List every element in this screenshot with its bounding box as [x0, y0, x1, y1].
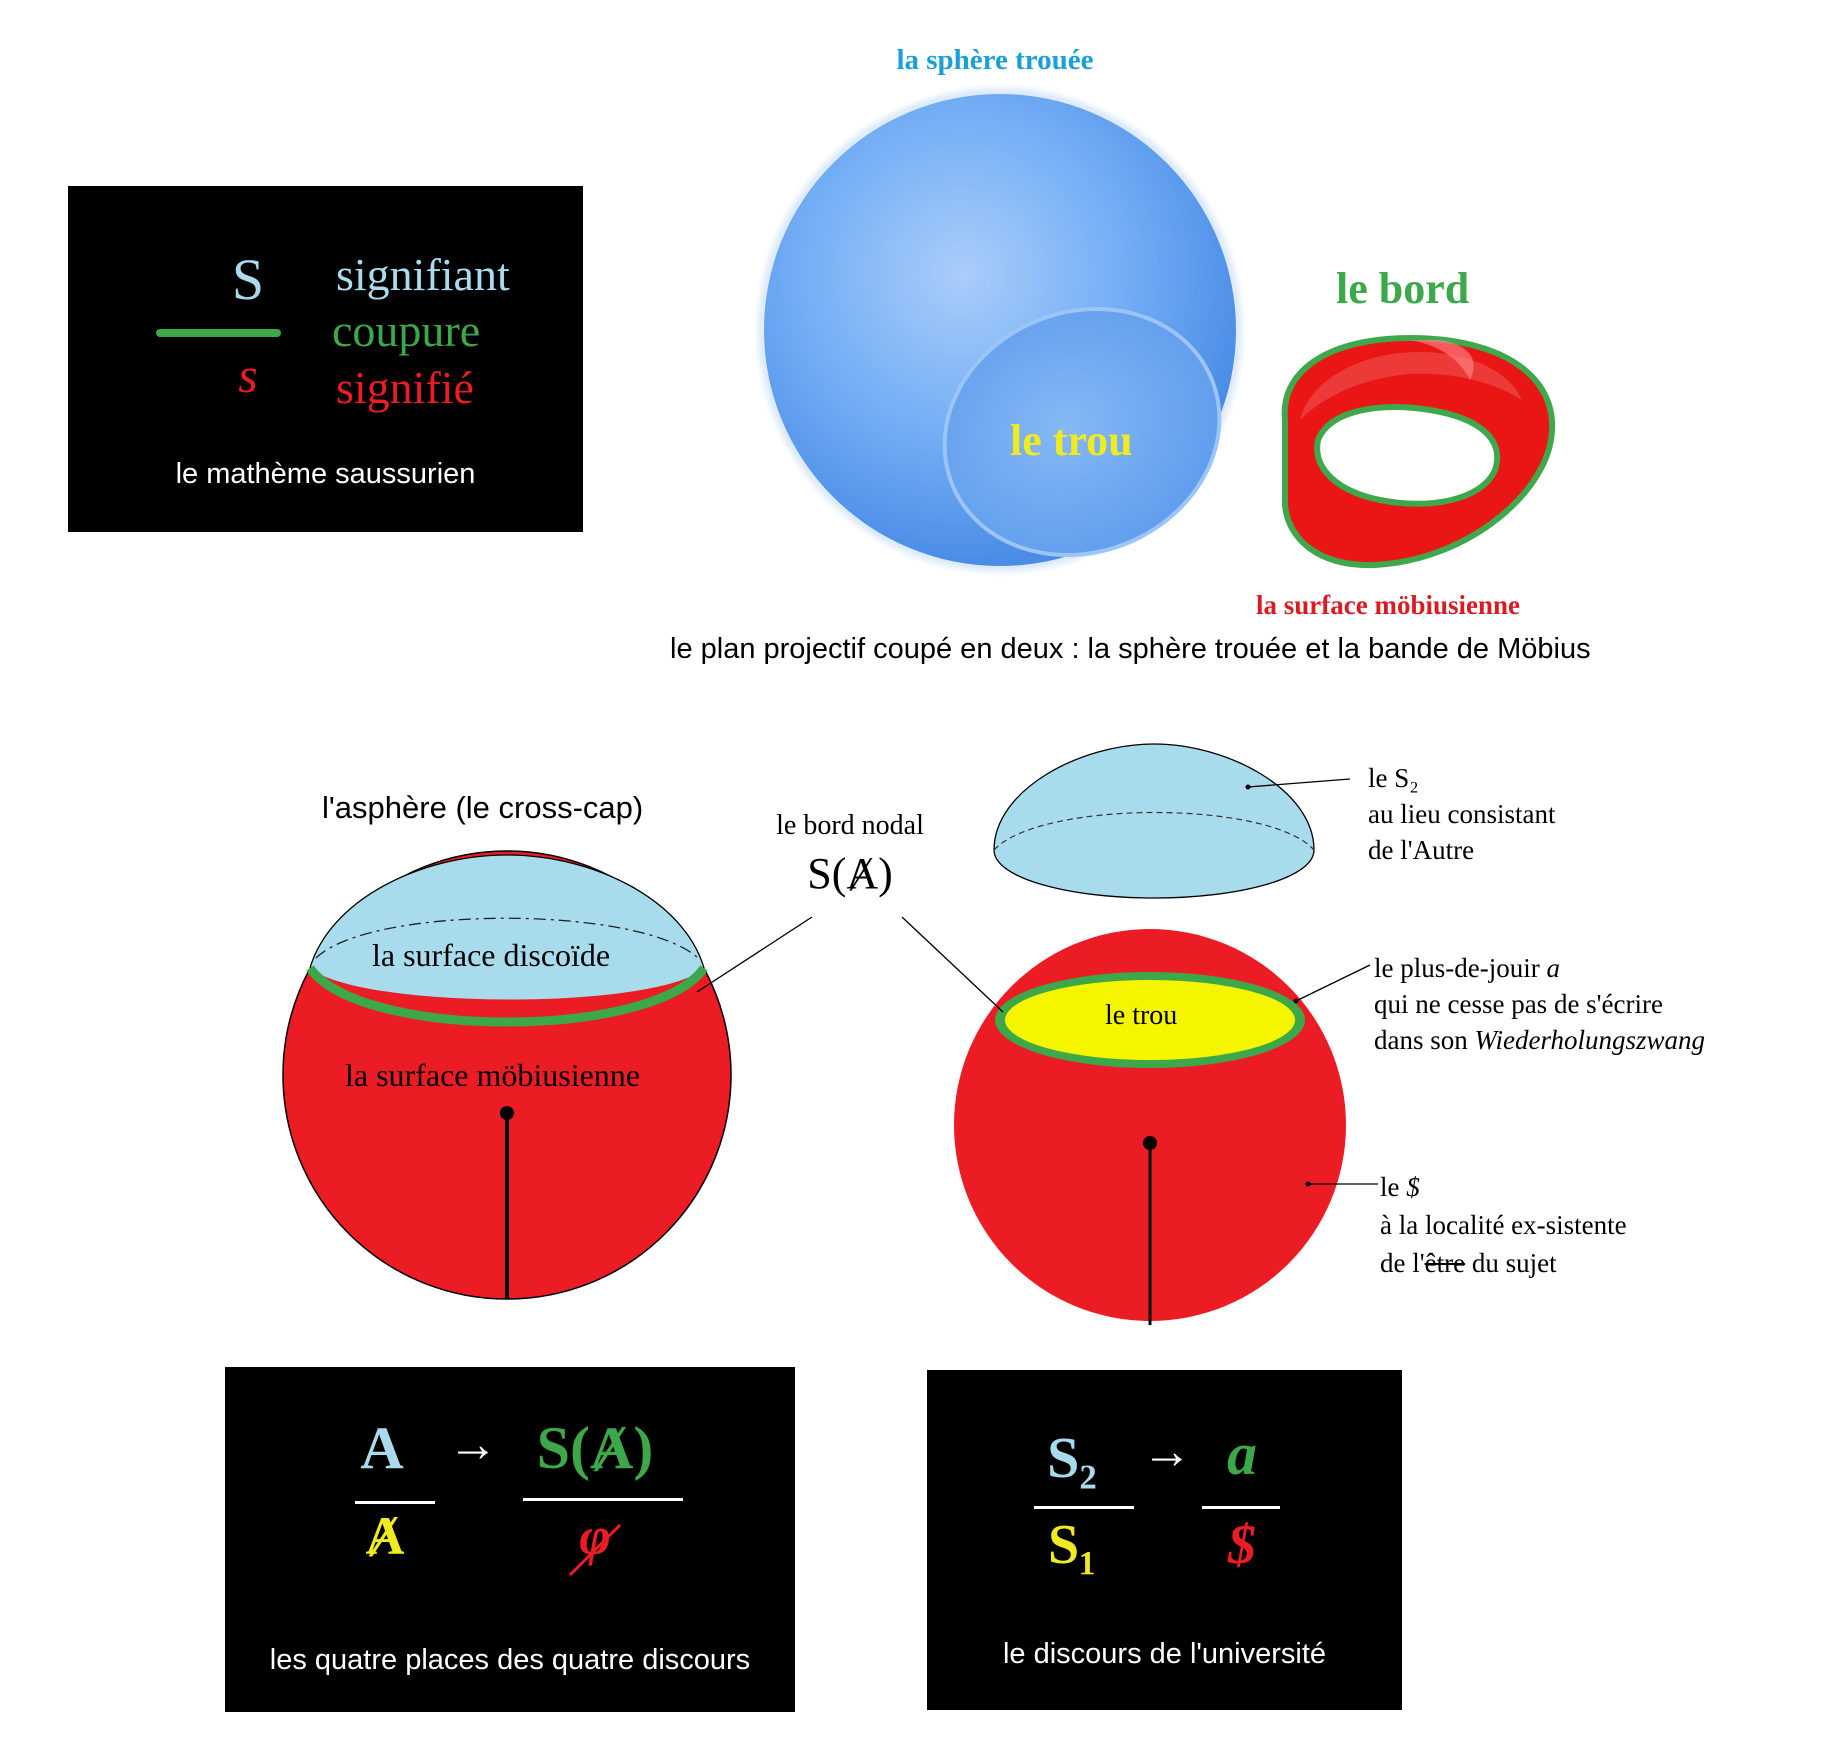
pdj-line1: le plus-de-jouir [1374, 953, 1547, 983]
discours-bottom-right: φ [579, 1506, 611, 1566]
discours-arrow: → [448, 1416, 498, 1472]
hemisphere-cap [993, 743, 1351, 899]
saussure-s: s [238, 347, 258, 403]
universite-caption: le discours de l'université [1002, 1638, 1327, 1670]
saussure-caption: le mathème saussurien [175, 458, 476, 490]
universite-arrow: → [1142, 1423, 1192, 1479]
subj-symbol: $ [1406, 1172, 1420, 1202]
universite-bottom-left: S₁ [1048, 1514, 1096, 1576]
asphere-title: l'asphère (le cross-cap) [322, 790, 644, 825]
asphere-discoid-label: la surface discoïde [372, 937, 611, 973]
saussure-coupure: coupure [332, 305, 481, 356]
subj-line3b: du sujet [1465, 1248, 1557, 1278]
universite-bar-left [1034, 1506, 1134, 1509]
nodal-leader-right [901, 916, 1004, 1013]
pdj-a: a [1546, 953, 1560, 983]
s2-line3: de l'Autre [1368, 835, 1475, 865]
discours-bar-right [523, 1498, 683, 1501]
yellow-trou-label: le trou [1105, 1000, 1178, 1031]
saussure-bar [156, 329, 281, 337]
universite-box: S₂ → a S₁ $ le discours de l'université [927, 1370, 1402, 1710]
holed-red-sphere [954, 929, 1378, 1325]
nodal-formula: S(Ⱥ) [807, 849, 893, 898]
universite-bottom-right: $ [1228, 1514, 1256, 1576]
phi-strike [568, 1523, 622, 1577]
plus-de-jouir-annotation: le plus-de-jouir a qui ne cesse pas de s… [1374, 950, 1705, 1058]
discours-box: A → S(Ⱥ) Ⱥ φ les quatre places des quatr… [225, 1367, 795, 1712]
saussure-signifie: signifié [336, 362, 474, 413]
saussure-S: S [231, 247, 265, 312]
subj-line3a: de l' [1380, 1248, 1425, 1278]
s2-annotation: le S₂ au lieu consistant de l'Autre [1368, 760, 1555, 868]
pdj-line3: dans son [1374, 1025, 1475, 1055]
universite-bar-right [1202, 1506, 1280, 1509]
nodal-leader-left [696, 916, 813, 993]
subject-annotation: le $ à la localité ex-sistente de l'être… [1380, 1168, 1627, 1282]
discours-caption: les quatre places des quatre discours [269, 1644, 751, 1676]
holed-sphere [758, 88, 1242, 572]
subj-etre: être [1424, 1248, 1466, 1278]
saussure-box: S s signifiant coupure signifié le mathè… [68, 186, 583, 532]
mobius-surface-label: la surface möbiusienne [1256, 590, 1521, 620]
nodal-label: le bord nodal [776, 810, 924, 841]
sphere-title: la sphère trouée [896, 44, 1094, 76]
pdj-word: Wiederholungszwang [1474, 1025, 1706, 1055]
pdj-line2: qui ne cesse pas de s'écrire [1374, 989, 1663, 1019]
s2-line1: le S₂ [1368, 763, 1419, 793]
discours-top-left: A [360, 1415, 404, 1481]
discours-bottom-left: Ⱥ [365, 1506, 405, 1566]
discours-bar-left [355, 1501, 435, 1504]
cross-cap [282, 850, 732, 1300]
mobius-band [1281, 334, 1556, 569]
universite-top-left: S₂ [1047, 1425, 1097, 1490]
sphere-trou-label: le trou [1010, 416, 1133, 465]
s2-line2: au lieu consistant [1368, 799, 1556, 829]
saussure-signifiant: signifiant [336, 249, 510, 300]
mobius-bord-label: le bord [1336, 264, 1470, 313]
subj-line1: le [1380, 1172, 1407, 1202]
discours-top-right: S(Ⱥ) [536, 1415, 654, 1481]
projective-plane-caption: le plan projectif coupé en deux : la sph… [670, 633, 1591, 665]
subj-line2: à la localité ex-sistente [1380, 1210, 1627, 1240]
universite-top-right: a [1227, 1421, 1257, 1487]
asphere-mobius-label: la surface möbiusienne [345, 1057, 640, 1093]
